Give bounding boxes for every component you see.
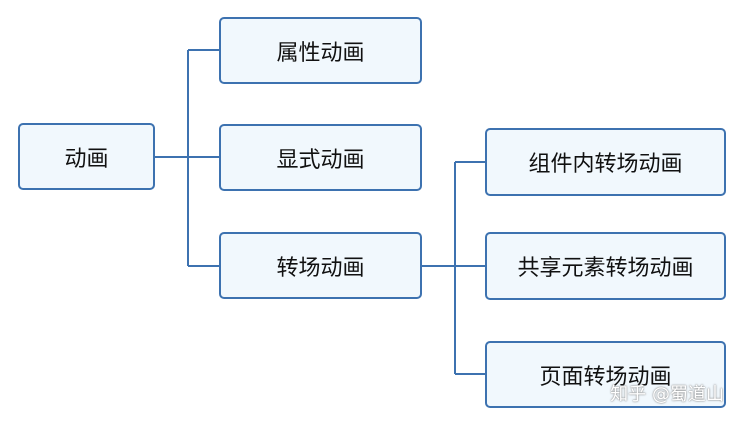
node-explicit-animation: 显式动画 [219, 124, 422, 191]
node-property-animation: 属性动画 [219, 17, 422, 84]
watermark-text: 知乎 @蜀道山 [610, 384, 724, 405]
node-label: 组件内转场动画 [528, 152, 683, 177]
node-page-transition: 页面转场动画 [485, 341, 726, 408]
node-label: 属性动画 [276, 40, 365, 66]
node-label: 共享元素转场动画 [517, 256, 694, 281]
node-label: 页面转场动画 [539, 364, 672, 390]
node-shared-element-transition: 共享元素转场动画 [485, 232, 726, 300]
node-component-transition: 组件内转场动画 [485, 128, 726, 196]
node-transition-animation: 转场动画 [219, 232, 422, 299]
root-node: 动画 [18, 123, 155, 190]
root-label: 动画 [64, 146, 109, 172]
node-label: 显式动画 [276, 147, 365, 173]
node-label: 转场动画 [276, 255, 365, 281]
